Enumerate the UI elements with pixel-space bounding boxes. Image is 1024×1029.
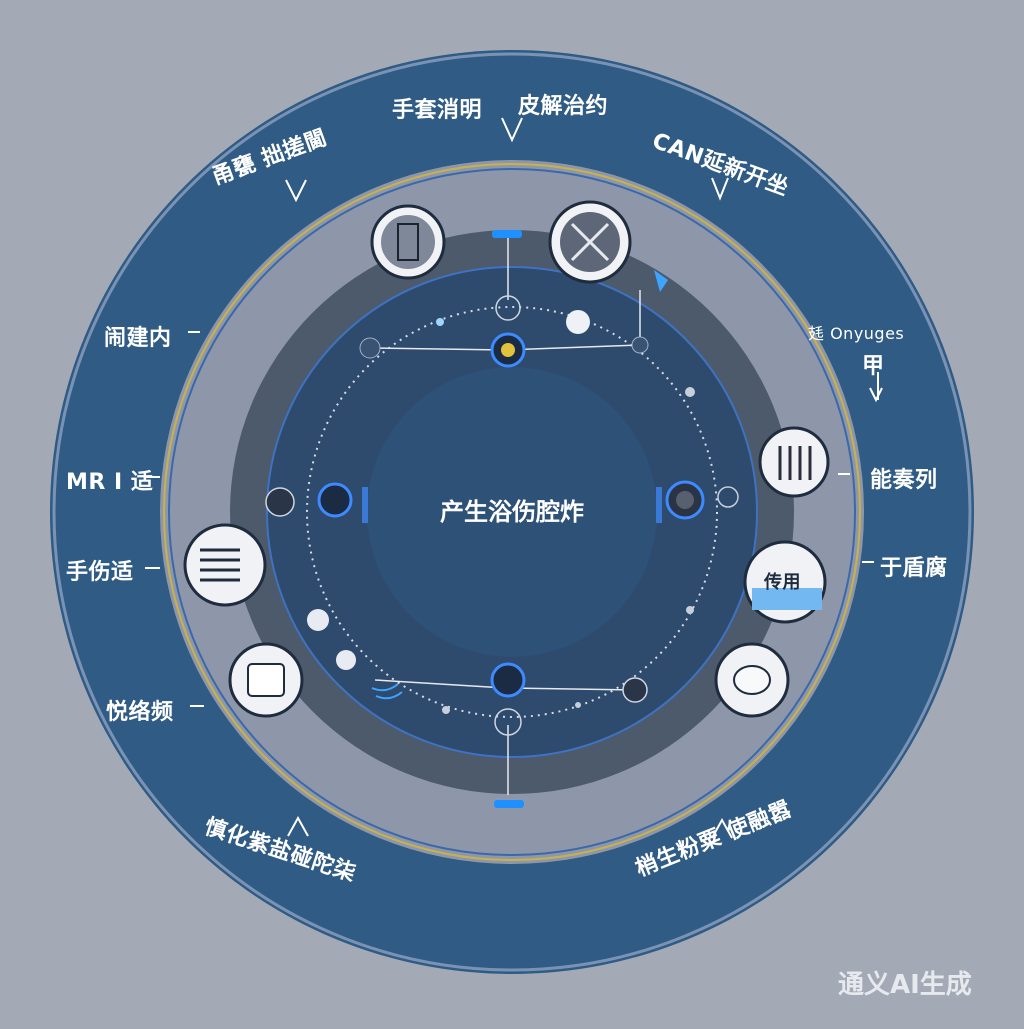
- outer-ring-edge: [52, 52, 972, 972]
- core-circle: [367, 367, 657, 657]
- outer-icon-nodes: [183, 200, 830, 718]
- right-marker: [656, 487, 662, 523]
- label-right-char: 甲: [862, 354, 885, 379]
- center-title: 产生浴伤腔炸: [440, 498, 584, 526]
- label-top-left: 手套消明: [392, 98, 483, 123]
- label-left-2: 手伤适: [66, 560, 134, 585]
- bottom-marker: [494, 800, 524, 808]
- label-arrows: [145, 117, 883, 839]
- label-right-small: 㲍 Onyuges: [808, 324, 905, 343]
- node-badge-label: 传用: [764, 572, 801, 593]
- label-right-2: 于盾腐: [880, 556, 948, 581]
- left-marker: [362, 487, 368, 523]
- top-marker: [492, 230, 522, 238]
- dotted-orbit: [306, 306, 718, 718]
- label-left-3: 悦络频: [106, 700, 174, 725]
- label-left-top: 闹建内: [104, 326, 172, 351]
- inner-nodes: [265, 295, 739, 736]
- gold-ring: [163, 163, 861, 861]
- label-left-1: MR I 适: [66, 470, 154, 495]
- watermark: 通义AI生成: [838, 970, 972, 1000]
- label-top-right: 皮解治约: [518, 94, 609, 119]
- blue-thin-ring: [168, 168, 856, 856]
- label-right-1: 能奏列: [870, 468, 938, 493]
